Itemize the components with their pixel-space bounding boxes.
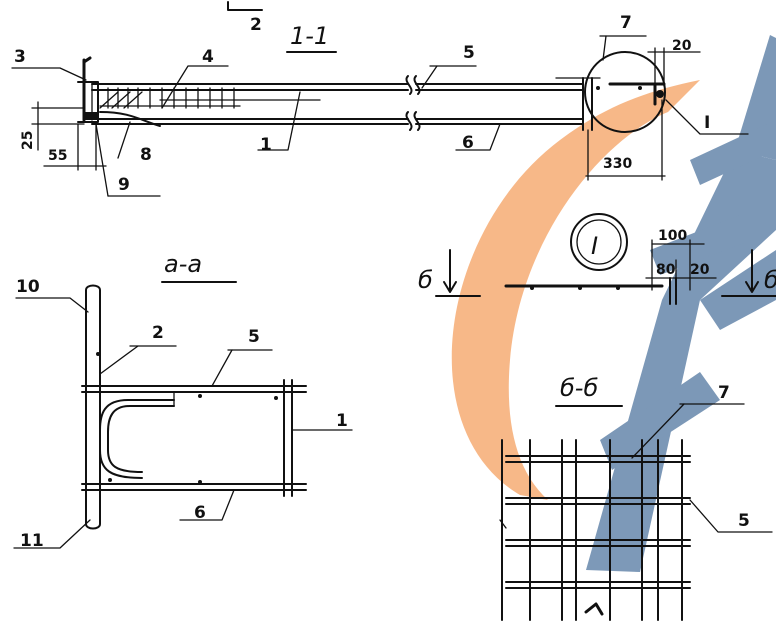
section-1-1: 2 1-1 (11, 1, 749, 197)
dim-20-detail: 20 (690, 262, 710, 278)
watermark-arc (451, 80, 700, 500)
callout-9: 9 (118, 175, 130, 195)
dim-100: 100 (658, 228, 687, 244)
view-b-left: б (418, 266, 433, 294)
dim-55: 55 (48, 148, 67, 164)
callout-2: 2 (152, 323, 164, 343)
watermark (451, 35, 776, 572)
detail-I: I б б 100 80 20 (418, 213, 776, 305)
section-a-a-title: a-a (164, 250, 202, 278)
callout-5-top: 5 (463, 43, 475, 63)
detail-circle-I (584, 51, 666, 133)
callout-8: 8 (140, 145, 152, 165)
dim-25: 25 (20, 131, 36, 150)
callout-7-top: 7 (620, 13, 632, 33)
dim-330: 330 (603, 156, 632, 172)
view-b-right: б (764, 266, 776, 294)
callout-5-aa: 5 (248, 327, 260, 347)
callout-I-detail: I (704, 113, 710, 133)
callout-4: 4 (202, 47, 214, 67)
callout-11: 11 (20, 531, 44, 551)
dim-80: 80 (656, 262, 676, 278)
section-b-b: б-б 7 5 (499, 374, 773, 621)
callout-3: 3 (14, 47, 26, 67)
callout-1-top: 1 (260, 135, 272, 155)
callout-7-mesh: 7 (718, 383, 730, 403)
callout-1-aa: 1 (336, 411, 348, 431)
section-a-a: a-a 10 2 5 1 6 11 (13, 250, 353, 551)
dim-20-top: 20 (672, 38, 692, 54)
section-b-b-title: б-б (560, 374, 598, 402)
detail-I-label: I (591, 232, 598, 260)
callout-10: 10 (16, 277, 40, 297)
callout-6-top: 6 (462, 133, 474, 153)
callout-6-aa: 6 (194, 503, 206, 523)
section-1-1-title: 1-1 (290, 22, 329, 50)
callout-5-mesh: 5 (738, 511, 750, 531)
cut-marker-number: 2 (250, 15, 262, 35)
